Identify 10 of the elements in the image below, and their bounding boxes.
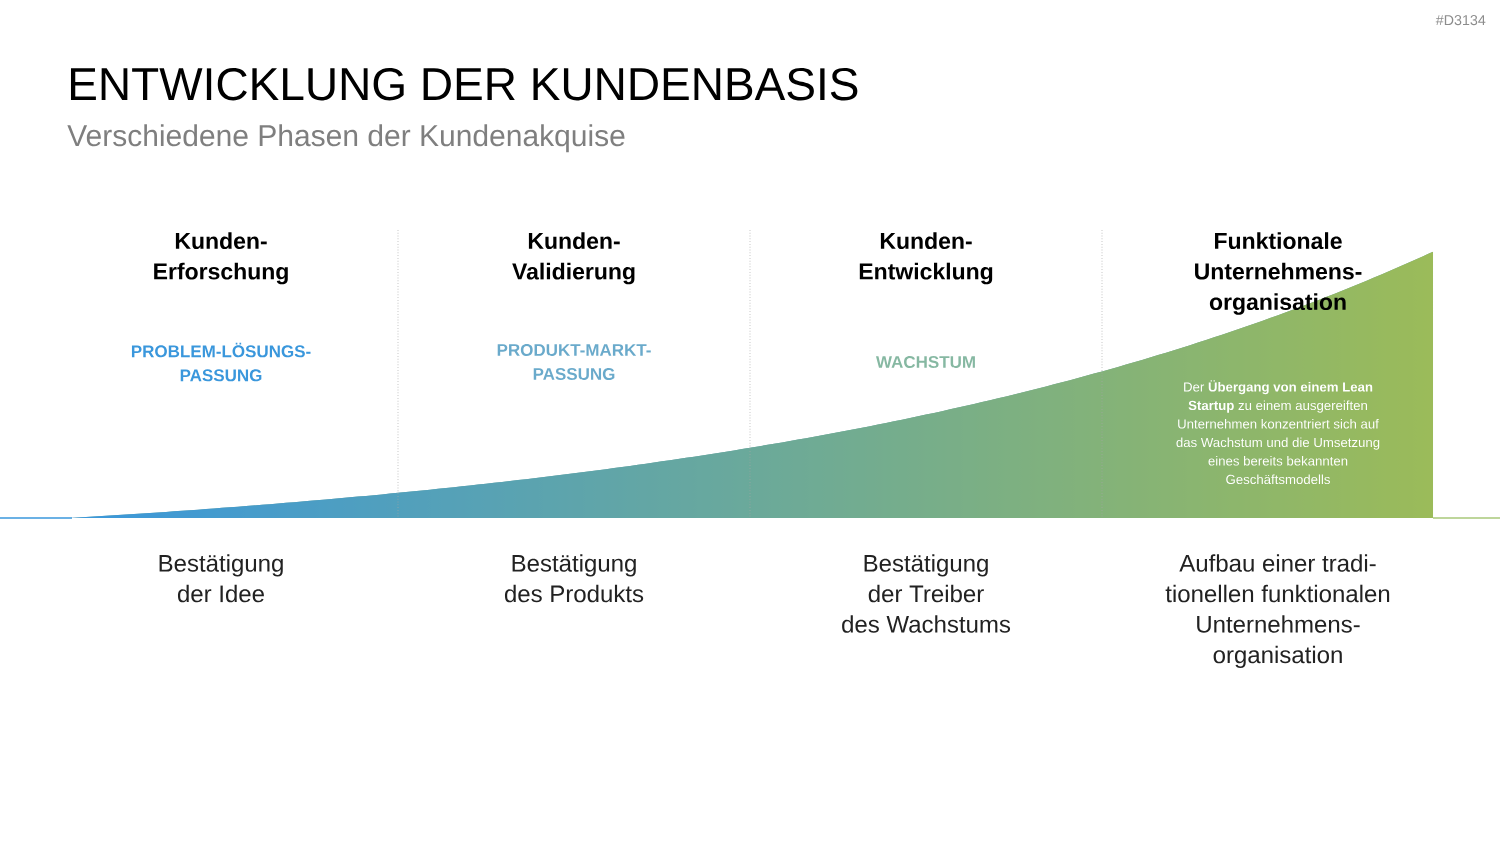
reference-code: #D3134 (1435, 15, 1486, 26)
description-text: Aufbau einer tradi- tionellen funktionalen Unternehmens- organisation (1165, 554, 1390, 669)
description-text: Bestätigung der Idee (159, 554, 283, 603)
phase-label: PROBLEM-LÖSUNGS- PASSUNG (131, 342, 311, 382)
phase-label: WACHSTUM (875, 356, 975, 369)
description-text: Bestätigung des Produkts (504, 554, 644, 603)
description-text: Bestätigung der Treiber des Wachstums (842, 554, 1011, 633)
title: ENTWICKLUNG DER KUNDENBASIS (71, 67, 858, 101)
subtitle: Verschiedene Phasen der Kundenakquise (67, 124, 625, 153)
phase-label: PRODUKT-MARKT- PASSUNG (497, 344, 651, 381)
